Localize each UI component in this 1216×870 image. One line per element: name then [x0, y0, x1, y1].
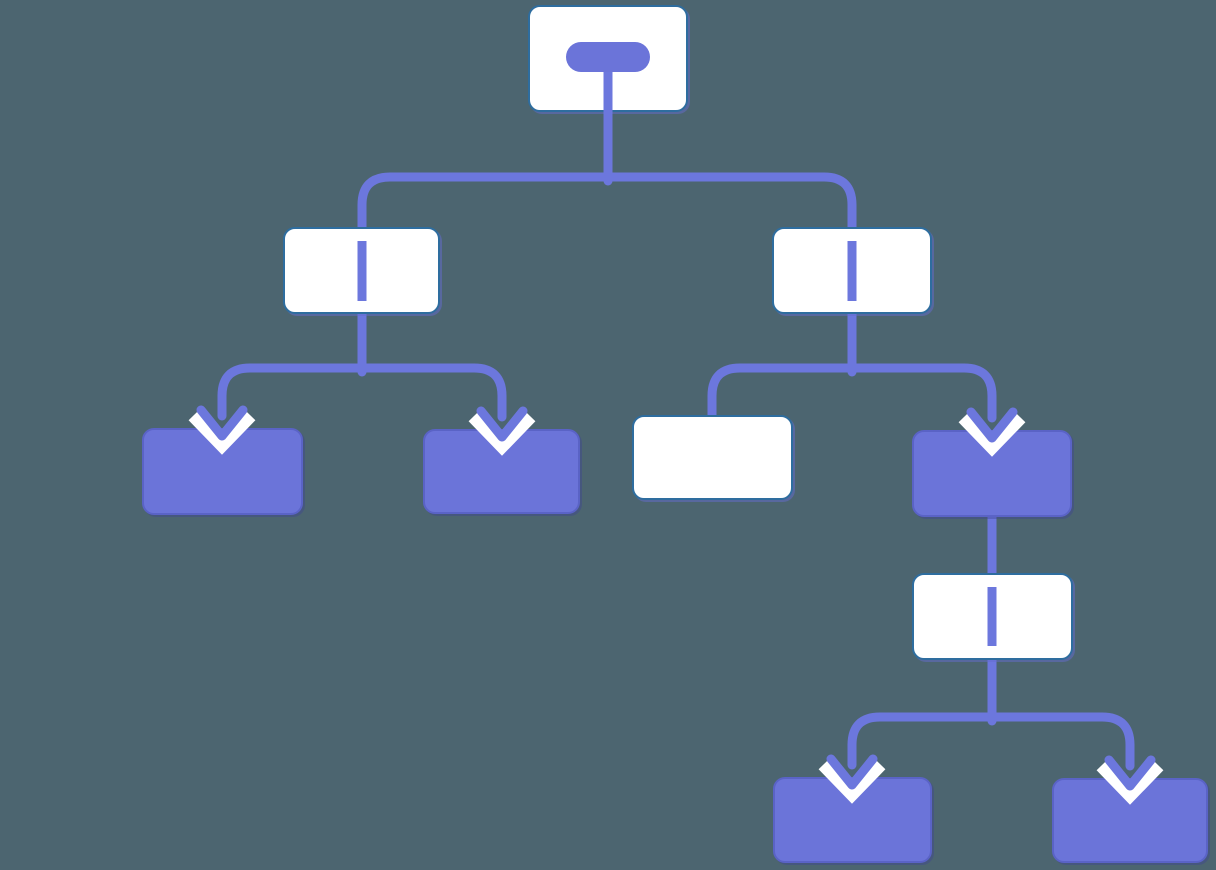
leaf-node-4[interactable] — [1052, 778, 1208, 863]
passthrough-node[interactable] — [912, 573, 1073, 660]
root-node[interactable] — [528, 5, 688, 112]
branch-node-right[interactable] — [772, 227, 932, 314]
branch-node-left[interactable] — [283, 227, 440, 314]
leaf-node-2[interactable] — [423, 429, 580, 514]
leaf-node-3[interactable] — [773, 777, 932, 863]
subtree-node[interactable] — [912, 430, 1072, 517]
leaf-node-1[interactable] — [142, 428, 303, 515]
plain-node[interactable] — [632, 415, 793, 500]
